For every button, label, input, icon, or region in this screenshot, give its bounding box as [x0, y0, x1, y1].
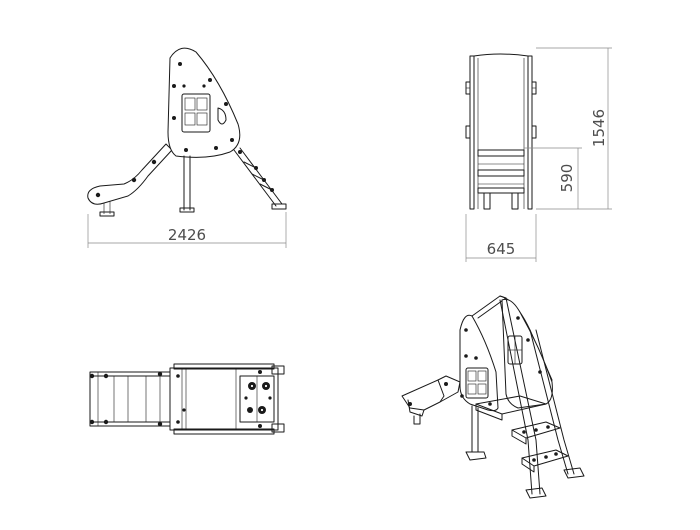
dimension-label-side-length: 2426 [168, 226, 206, 244]
dimension-label-platform-height: 590 [558, 164, 576, 193]
dimension-total-height: 1546 [536, 47, 612, 210]
dimension-side-length: 2426 [87, 212, 287, 248]
dimension-front-width: 645 [465, 214, 537, 262]
dimension-label-total-height: 1546 [590, 109, 608, 147]
dimension-label-front-width: 645 [487, 240, 516, 258]
isometric-view [401, 295, 585, 499]
dimension-platform-height: 590 [524, 147, 582, 209]
side-view [87, 47, 287, 217]
front-view [465, 53, 537, 210]
top-view [89, 363, 285, 435]
